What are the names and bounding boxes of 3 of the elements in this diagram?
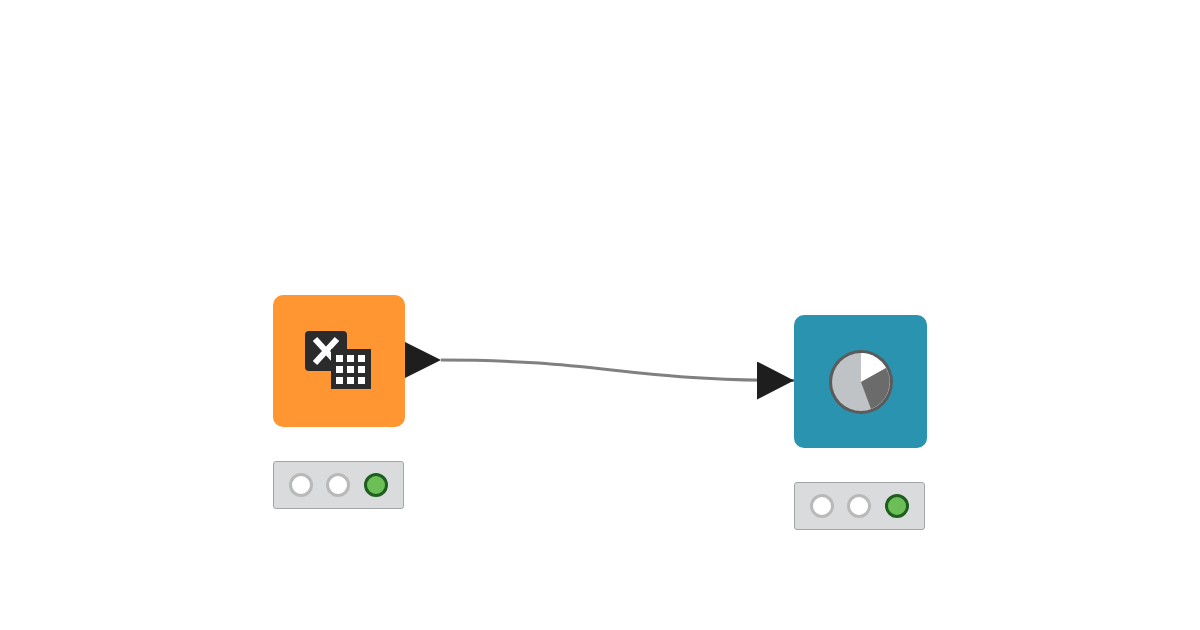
node-box bbox=[273, 295, 405, 427]
node-box bbox=[794, 315, 927, 448]
connector-arrow bbox=[441, 358, 794, 400]
